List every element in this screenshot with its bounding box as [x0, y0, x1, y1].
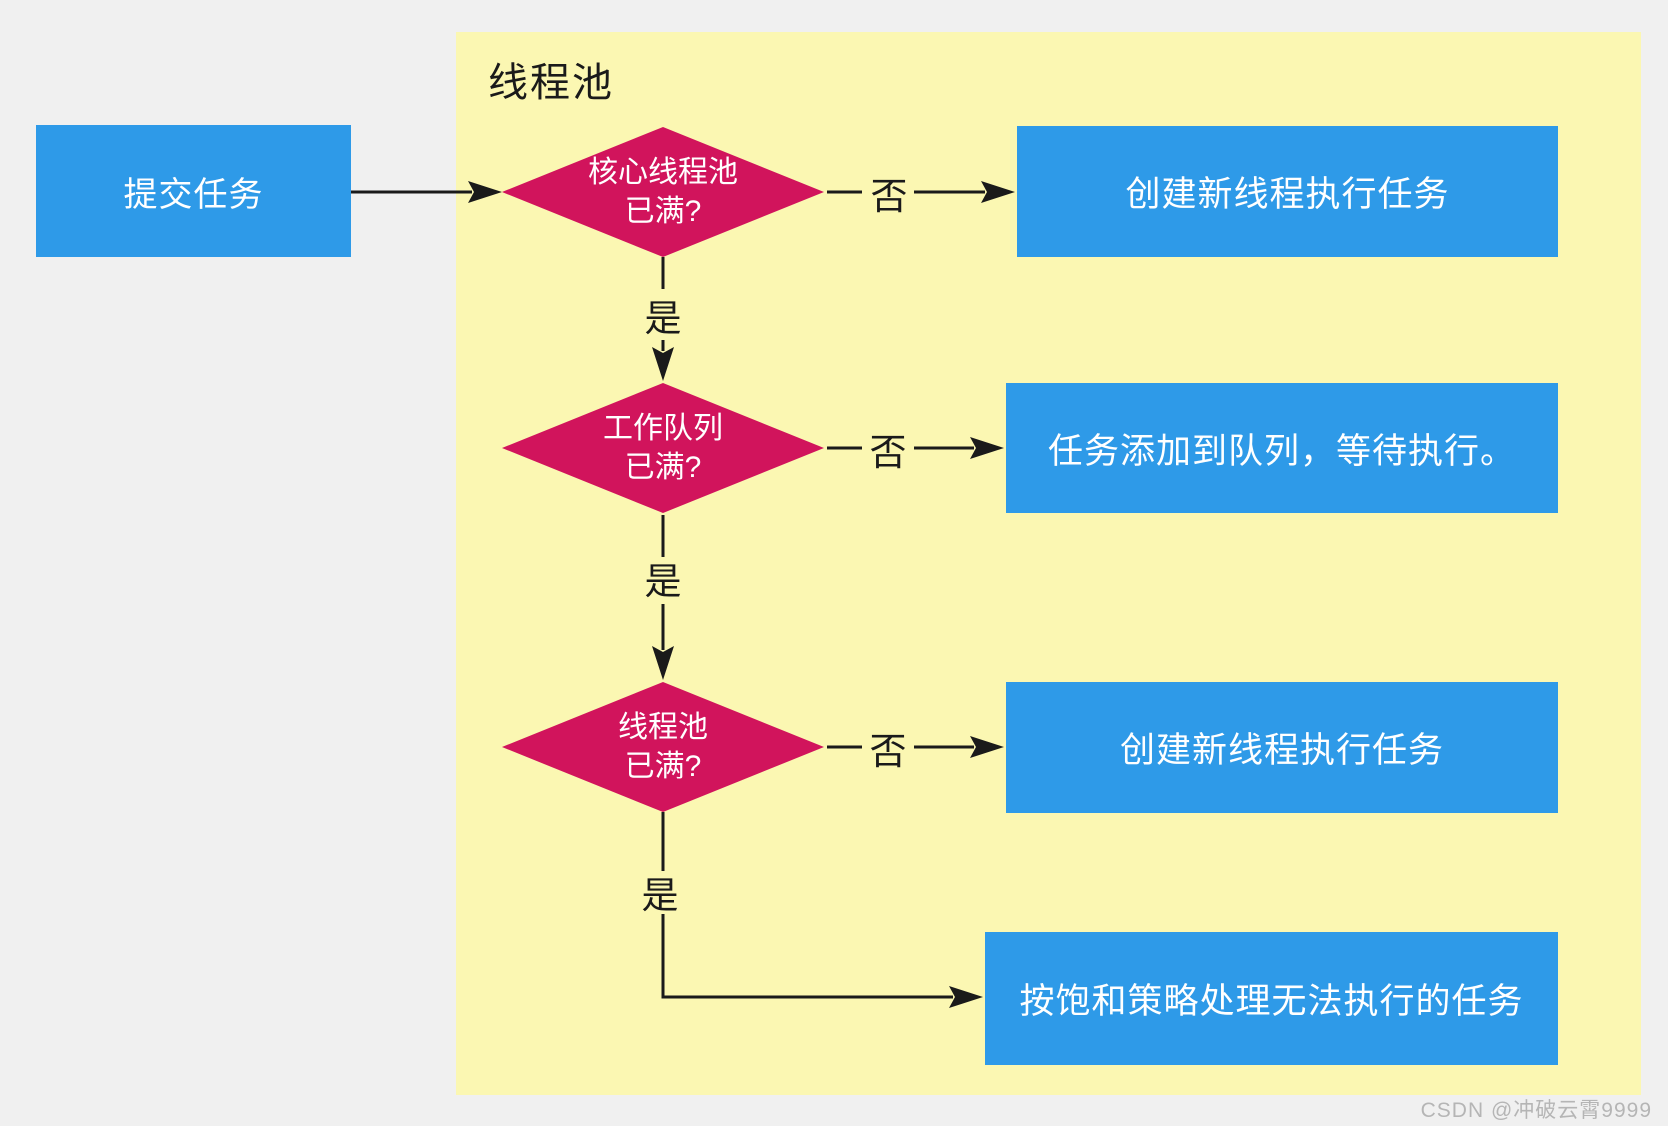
csdn-watermark: CSDN @冲破云霄9999 — [1420, 1099, 1652, 1122]
node-decision-work-queue-full-label: 工作队列 已满? — [603, 412, 723, 484]
node-create-new-thread-1: 创建新线程执行任务 — [1017, 126, 1558, 257]
node-submit-task: 提交任务 — [36, 125, 351, 257]
node-saturation-policy: 按饱和策略处理无法执行的任务 — [985, 932, 1558, 1065]
edge-label-yes-1: 是 — [644, 298, 682, 339]
node-create-new-thread-2-label: 创建新线程执行任务 — [1119, 731, 1444, 770]
edge-label-no-1: 否 — [870, 176, 908, 217]
node-submit-task-label: 提交任务 — [123, 175, 264, 214]
node-decision-thread-pool-full-label: 线程池 已满? — [618, 711, 708, 783]
node-decision-core-pool-full-label: 核心线程池 已满? — [588, 156, 738, 228]
node-add-to-queue: 任务添加到队列，等待执行。 — [1006, 383, 1558, 513]
panel-title: 线程池 — [488, 61, 614, 105]
edge-label-yes-2: 是 — [644, 561, 682, 602]
edge-label-yes-3: 是 — [641, 875, 679, 916]
node-saturation-policy-label: 按饱和策略处理无法执行的任务 — [1019, 982, 1524, 1021]
node-create-new-thread-1-label: 创建新线程执行任务 — [1125, 175, 1450, 214]
node-add-to-queue-label: 任务添加到队列，等待执行。 — [1047, 431, 1516, 471]
node-create-new-thread-2: 创建新线程执行任务 — [1006, 682, 1558, 813]
edge-label-no-3: 否 — [869, 731, 907, 772]
edge-label-no-2: 否 — [869, 432, 907, 473]
